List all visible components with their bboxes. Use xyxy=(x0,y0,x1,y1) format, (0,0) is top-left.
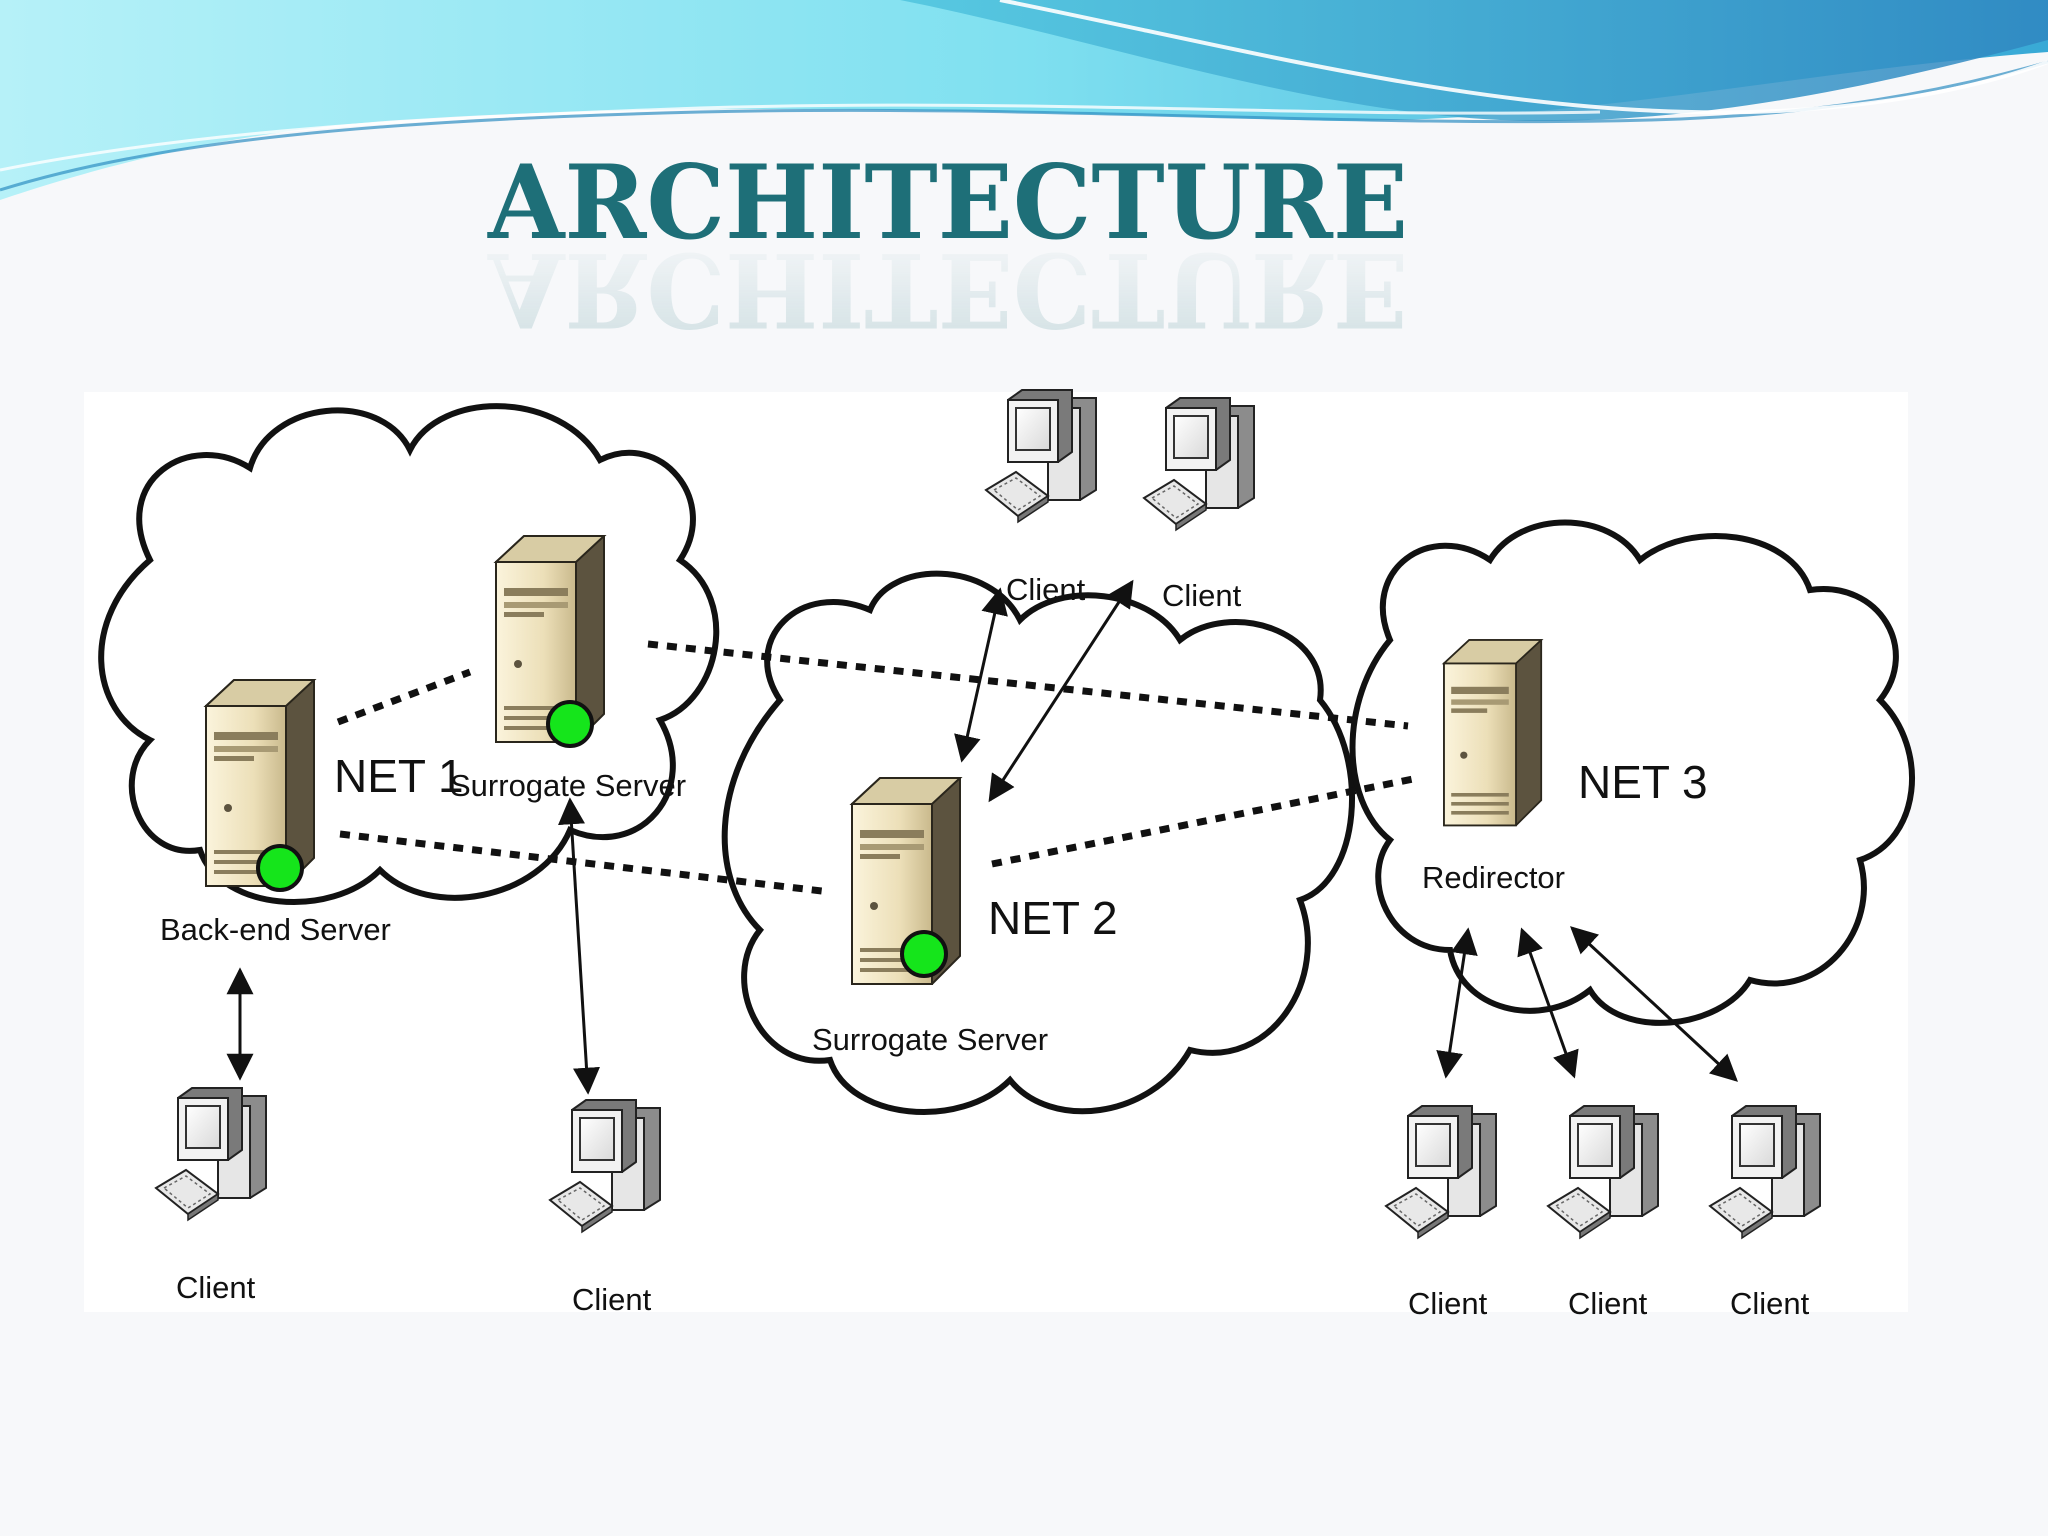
client-c4-label: Client xyxy=(1162,578,1242,613)
slide-title: ARCHITECTURE xyxy=(487,143,1408,263)
server-surrogate1-label: Surrogate Server xyxy=(450,768,686,803)
arrows xyxy=(226,579,1738,1095)
cloud-net1 xyxy=(98,403,720,906)
client-c7-label: Client xyxy=(1730,1286,1810,1321)
title-group: ARCHITECTURE ARCHITECTURE xyxy=(487,143,1408,349)
server-surrogate2[interactable] xyxy=(851,777,961,991)
server-redirector[interactable] xyxy=(1443,639,1543,832)
labels: NET 1 NET 2 NET 3 Back-end Server Surrog… xyxy=(160,572,1810,1321)
arrow-redirector-client7 xyxy=(1570,926,1738,1082)
server-surrogate2-label: Surrogate Server xyxy=(812,1022,1048,1057)
link-surrogate2-redirector xyxy=(991,774,1419,868)
server-surrogate1[interactable] xyxy=(495,535,605,749)
net2-label: NET 2 xyxy=(988,892,1118,944)
net1-label: NET 1 xyxy=(334,750,464,802)
slide-title-reflection: ARCHITECTURE xyxy=(487,229,1408,349)
header-banner xyxy=(0,0,2048,200)
status-dot xyxy=(546,700,594,748)
arrow-redirector-client5 xyxy=(1436,927,1478,1079)
status-dot xyxy=(900,930,948,978)
link-backend-surrogate2 xyxy=(339,830,831,896)
arrow-surrogate2-client4 xyxy=(988,579,1134,803)
server-icon xyxy=(1443,639,1543,832)
server-redirector-label: Redirector xyxy=(1422,860,1565,895)
client-c5-label: Client xyxy=(1408,1286,1488,1321)
net3-label: NET 3 xyxy=(1578,756,1708,808)
status-dot xyxy=(256,844,304,892)
client-c1-label: Client xyxy=(176,1270,256,1305)
arrow-surrogate1-client2 xyxy=(558,797,600,1095)
arrow-redirector-client6 xyxy=(1517,927,1579,1079)
client-c3-label: Client xyxy=(1006,572,1086,607)
link-backend-surrogate1 xyxy=(336,668,472,726)
server-backend-label: Back-end Server xyxy=(160,912,391,947)
server-backend[interactable] xyxy=(205,679,315,893)
client-c2-label: Client xyxy=(572,1282,652,1317)
client-c6-label: Client xyxy=(1568,1286,1648,1321)
